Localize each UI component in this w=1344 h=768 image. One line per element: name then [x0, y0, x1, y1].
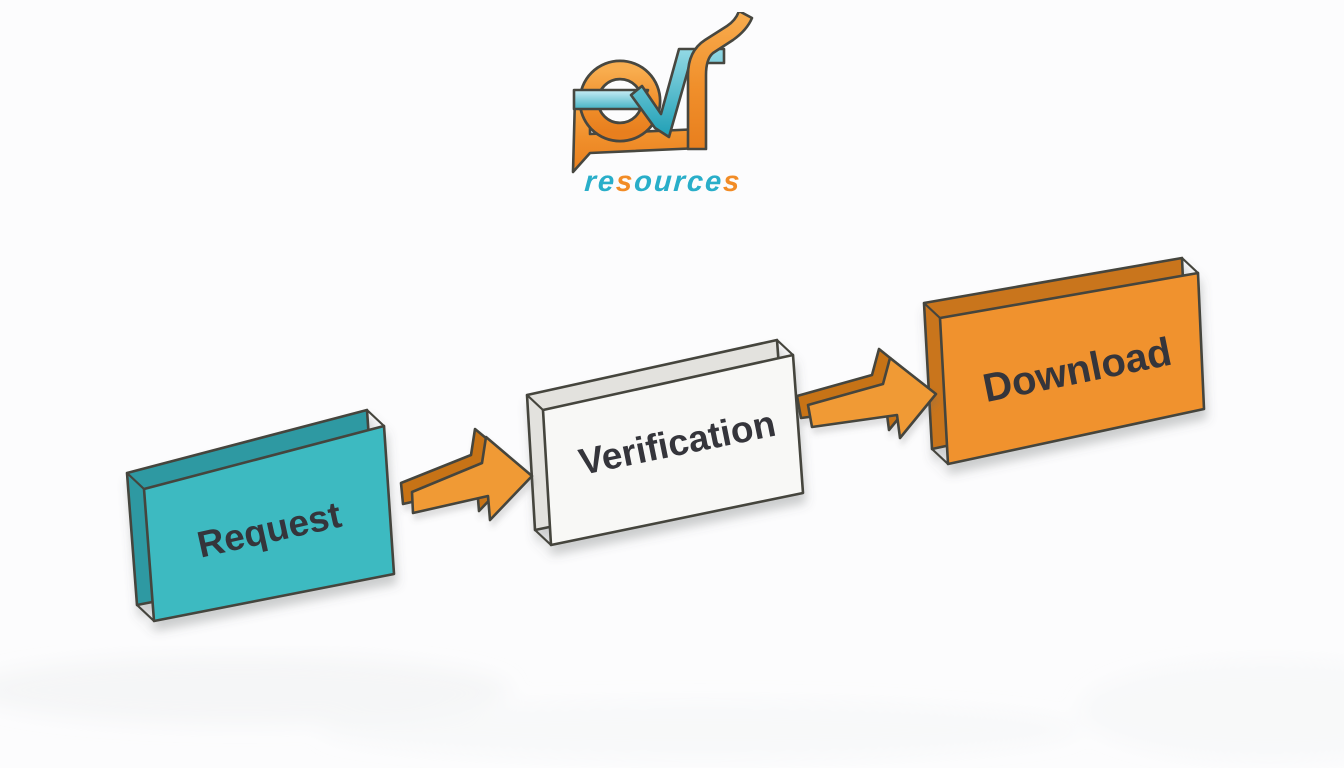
box-front-face — [142, 424, 396, 623]
box-front-face — [541, 353, 805, 547]
arrow-front-face — [806, 356, 938, 440]
floor-shading — [0, 656, 1344, 760]
arrow-front-face — [410, 435, 534, 522]
flow-step-download: Download — [922, 256, 1206, 466]
floor-shade-center — [320, 702, 1080, 758]
flow-step-verification: Verification — [525, 338, 805, 547]
logo-checkmark — [629, 47, 726, 139]
box-corner-edges — [125, 408, 386, 623]
flow-arrow-2 — [795, 347, 938, 440]
box-corner-edges — [525, 338, 795, 547]
flow-arrow-1 — [399, 427, 534, 522]
pvs-logo-mark — [571, 12, 754, 174]
flow-step-request: Request — [125, 408, 396, 623]
box-front-face — [938, 271, 1206, 466]
brand-logo: resources — [0, 0, 1344, 230]
floor-shade-left — [0, 656, 510, 724]
floor-shade-right — [1080, 660, 1344, 760]
logo-s-stroke — [686, 12, 754, 151]
box-corner-edges — [922, 256, 1200, 466]
